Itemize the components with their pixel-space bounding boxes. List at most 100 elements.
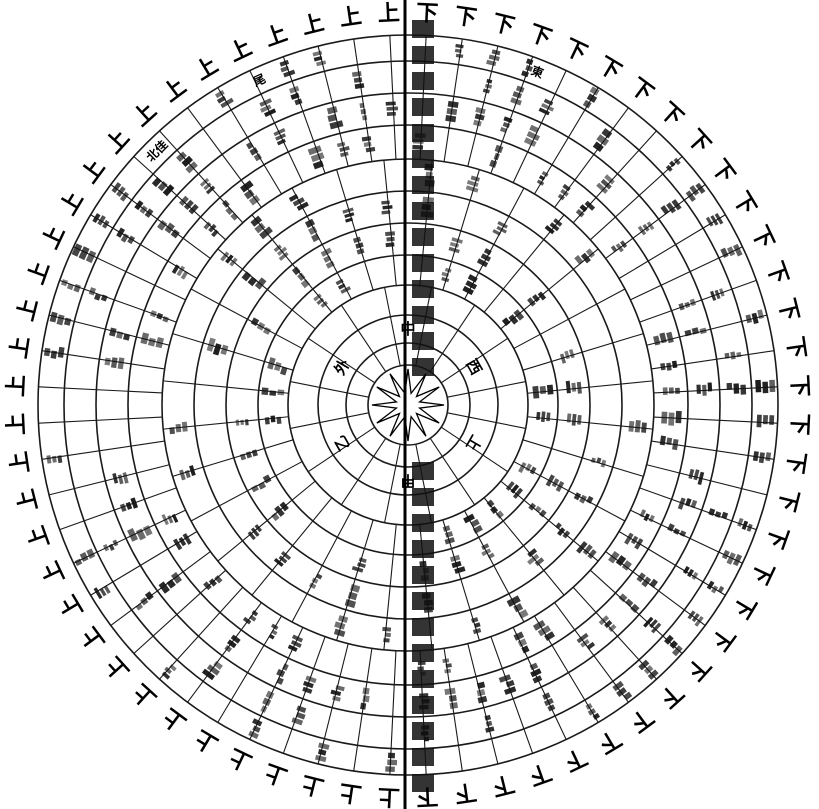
edge-label-shang: 上	[3, 374, 30, 397]
ideogram-block	[169, 422, 188, 435]
ideogram-block	[259, 691, 275, 714]
ideogram-block	[265, 415, 282, 425]
edge-label-shang: 上	[6, 335, 35, 361]
ideogram-block	[721, 549, 742, 568]
edge-label-shang: 上	[158, 703, 191, 737]
ideogram-block	[92, 212, 110, 229]
ideogram-block	[240, 449, 258, 460]
ideogram-block	[536, 411, 551, 423]
ideogram-block	[115, 228, 136, 246]
edge-label-xia: 下	[489, 9, 517, 40]
edge-label-xia: 下	[773, 486, 804, 514]
ideogram-block	[462, 274, 480, 295]
ideogram-block	[109, 327, 131, 340]
ideogram-block	[684, 181, 705, 201]
ideogram-block	[352, 71, 364, 89]
spoke	[484, 498, 564, 595]
ideogram-block	[250, 317, 273, 334]
ideogram-block	[441, 525, 455, 544]
edge-label-shang: 上	[158, 73, 191, 107]
ideogram-block	[539, 98, 557, 116]
ideogram-block	[596, 174, 616, 194]
ideogram-block	[342, 208, 356, 223]
spoke	[390, 35, 396, 159]
ideogram-block	[308, 145, 327, 169]
ideogram-block	[412, 358, 434, 376]
edge-label-shang: 上	[261, 758, 290, 790]
ideogram-block	[454, 44, 465, 58]
edge-label-xia: 下	[453, 3, 479, 32]
ideogram-block	[474, 682, 489, 704]
ideogram-block	[309, 573, 322, 590]
edge-label-xia: 下	[761, 522, 793, 551]
ideogram-block	[246, 141, 262, 161]
ideogram-block	[112, 471, 128, 487]
edge-label-xia: 下	[681, 125, 715, 159]
edge-label-shang: 上	[338, 778, 364, 807]
edge-label-xia: 下	[681, 651, 715, 685]
ideogram-block	[134, 200, 154, 218]
spoke	[501, 481, 598, 561]
edge-label-xia: 下	[654, 678, 688, 712]
edge-label-xia: 下	[416, 0, 439, 27]
ideogram-block	[532, 385, 553, 399]
ideogram-block	[220, 200, 240, 221]
core-label: 西	[462, 356, 485, 378]
spoke	[385, 444, 401, 522]
ideogram-block	[477, 247, 494, 267]
ideogram-block	[267, 357, 289, 375]
ideogram-block	[486, 49, 501, 67]
ideogram-block	[502, 308, 524, 329]
ring-2	[346, 343, 470, 467]
ideogram-block	[273, 662, 290, 685]
ideogram-block	[412, 202, 434, 220]
ideogram-block	[127, 521, 153, 543]
ideogram-block	[412, 644, 434, 662]
edge-label-shang: 上	[128, 98, 162, 132]
ideogram-block	[412, 592, 434, 610]
spoke	[49, 465, 169, 495]
edge-label-shang: 上	[377, 783, 400, 809]
edge-label-xia: 下	[416, 783, 439, 809]
edge-label-shang: 上	[23, 258, 55, 287]
ideogram-block	[359, 103, 367, 121]
ideogram-block	[386, 101, 399, 116]
spoke	[38, 387, 162, 393]
edge-label-shang: 上	[23, 522, 55, 551]
ring-9	[128, 125, 688, 685]
spoke	[290, 413, 368, 429]
concentric-rings	[38, 35, 778, 775]
ring-8	[162, 159, 654, 651]
ideogram-block	[448, 237, 463, 253]
ideogram-block	[638, 220, 655, 236]
edge-label-xia: 下	[761, 258, 793, 287]
ideogram-block	[278, 59, 295, 78]
edge-label-xia: 下	[781, 450, 810, 476]
ideogram-block	[618, 593, 639, 613]
ideogram-block	[608, 550, 632, 572]
edge-label-shang: 上	[76, 622, 110, 655]
ideogram-block	[737, 518, 754, 532]
ideogram-block	[566, 413, 581, 426]
ideogram-block	[566, 380, 582, 395]
ideogram-block	[706, 212, 724, 229]
ideogram-block	[412, 566, 434, 584]
ideogram-block	[337, 141, 351, 157]
ideogram-block	[660, 361, 678, 372]
edge-label-xia: 下	[625, 73, 658, 107]
spoke	[468, 644, 498, 764]
spoke	[647, 465, 767, 495]
ideogram-block	[103, 540, 119, 554]
ideogram-block	[527, 662, 545, 683]
spoke	[447, 413, 525, 429]
ideogram-block	[273, 128, 290, 145]
ideogram-block	[541, 692, 556, 712]
edge-label-shang: 上	[299, 770, 327, 801]
ideogram-block	[44, 345, 65, 360]
radial-spokes	[38, 35, 777, 774]
edge-label-shang: 上	[12, 296, 43, 324]
ideogram-block	[507, 595, 529, 621]
ring-12	[38, 35, 778, 775]
ideogram-block	[696, 382, 712, 396]
ideogram-block	[291, 267, 311, 289]
